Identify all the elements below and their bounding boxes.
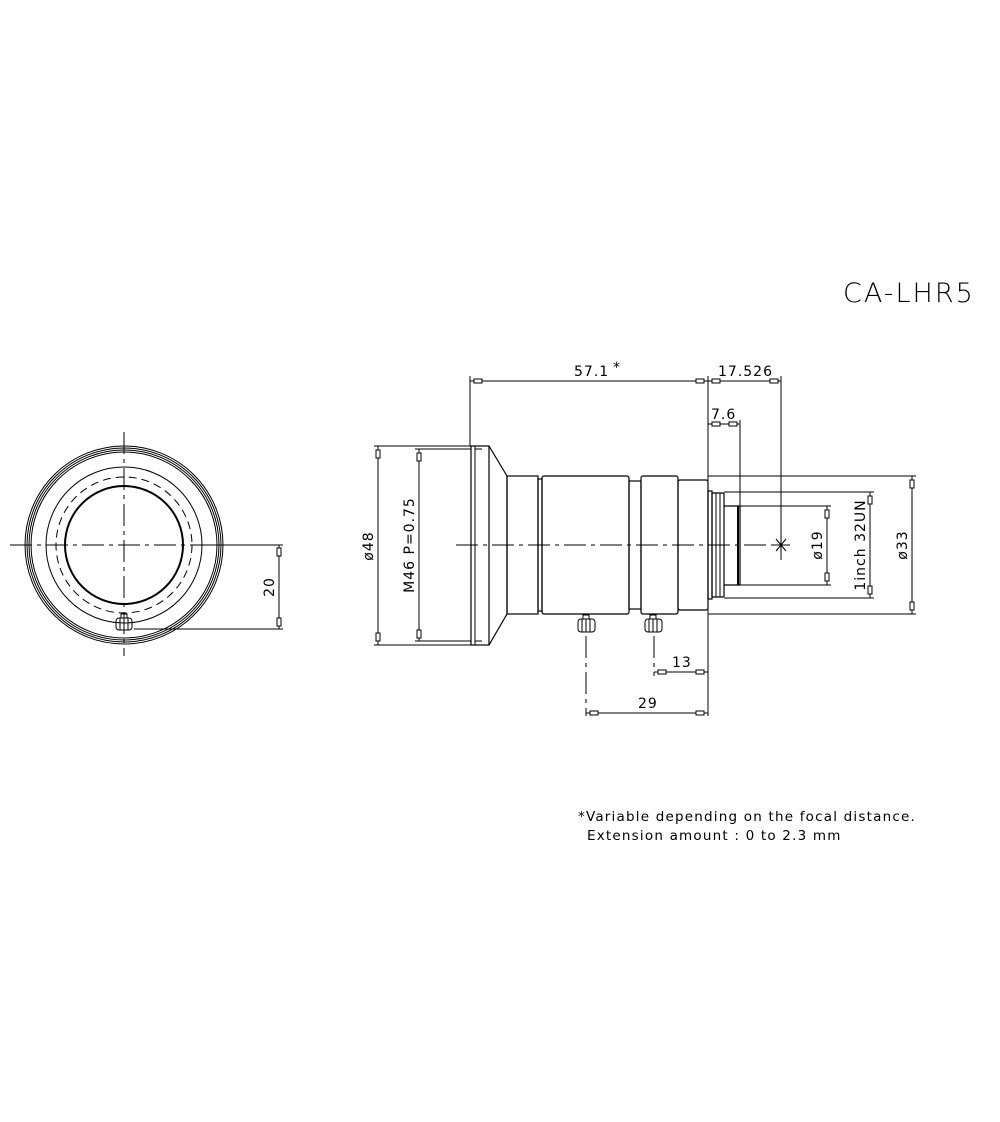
front-flange bbox=[470, 445, 490, 646]
mount-depth-dimension: 7.6 bbox=[711, 407, 736, 423]
side-set-screw-1-icon bbox=[577, 614, 596, 633]
model-title: CA-LHR5 bbox=[843, 278, 975, 309]
front-view: 20 bbox=[10, 432, 283, 656]
hidden-thread-ring bbox=[55, 476, 193, 614]
variable-marker: * bbox=[613, 360, 621, 376]
side-set-screw-2-icon bbox=[644, 614, 663, 633]
flange-back-dimension: 17.526 bbox=[718, 364, 773, 380]
side-view: 57.1 * 17.526 7.6 ø48 M46 P=0.75 ø19 bbox=[361, 360, 916, 716]
focal-point-marker-icon bbox=[774, 533, 788, 560]
rear-diameter-dimension: ø33 bbox=[895, 530, 911, 559]
mount-thread-dimension: 1inch 32UN bbox=[853, 499, 869, 590]
mount-thread bbox=[711, 492, 725, 598]
note-line-1: *Variable depending on the focal distanc… bbox=[578, 809, 916, 825]
note-line-2: Extension amount : 0 to 2.3 mm bbox=[587, 828, 842, 844]
screw-offset-far-dimension: 29 bbox=[638, 696, 658, 712]
front-set-screw-icon bbox=[115, 613, 133, 631]
middle-ring bbox=[45, 466, 203, 624]
inner-bore bbox=[64, 485, 184, 605]
front-diameter-dimension: ø48 bbox=[361, 531, 377, 560]
filter-thread-dimension: M46 P=0.75 bbox=[402, 497, 418, 593]
rear-opening-dimension: ø19 bbox=[810, 530, 826, 559]
screw-offset-near-dimension: 13 bbox=[672, 655, 692, 671]
length-dimension: 57.1 bbox=[574, 364, 609, 380]
rear-extension bbox=[724, 505, 741, 586]
front-offset-dimension: 20 bbox=[262, 577, 278, 597]
